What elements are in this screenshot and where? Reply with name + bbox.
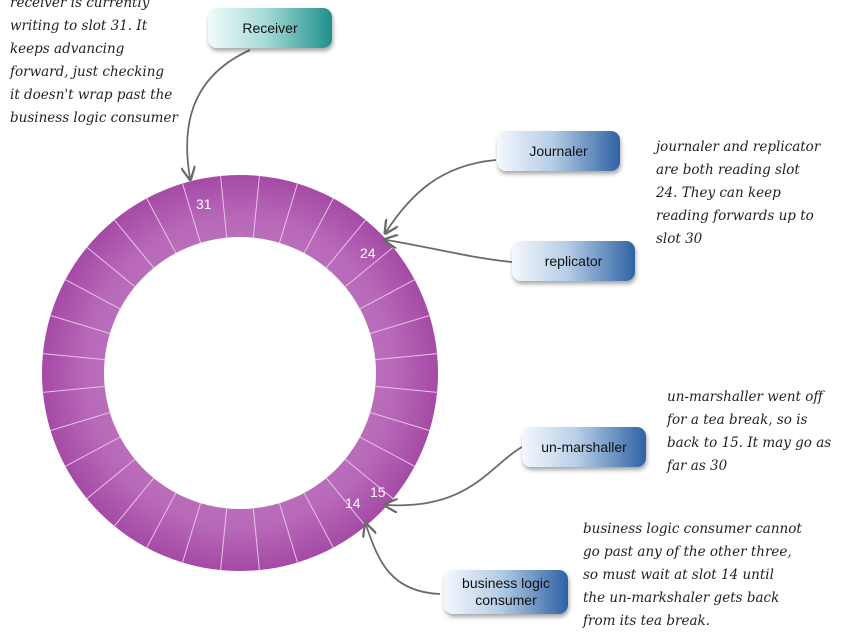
un-marshaller-note: un-marshaller went off for a tea break, … <box>667 389 832 474</box>
ring-slot-divider <box>369 315 430 334</box>
ring-slot-divider <box>359 436 415 467</box>
ring-buffer <box>42 175 438 571</box>
ring-slot-divider <box>220 508 228 571</box>
ring-slot-divider <box>50 315 111 334</box>
arrow-receiver <box>187 49 251 178</box>
ring-slot-divider <box>86 458 136 499</box>
business-logic-note: business logic consumer cannot go past a… <box>583 521 802 629</box>
ring-slot-divider <box>50 412 111 431</box>
arrow-business-logic <box>366 525 441 595</box>
ring-slot-dividers <box>42 175 438 571</box>
ring-slot-divider <box>182 183 201 244</box>
ring-slot-divider <box>114 477 155 527</box>
ring-slot-divider <box>279 183 298 244</box>
ring-slot-divider <box>375 385 438 393</box>
slot-label-14: 14 <box>345 495 361 511</box>
ring-slot-divider <box>359 279 415 310</box>
ring-slot-divider <box>375 353 438 361</box>
ring-hole <box>104 237 376 509</box>
replicator-box: replicator <box>512 241 635 281</box>
slot-label-24: 24 <box>360 245 376 261</box>
ring-slot-divider <box>65 436 121 467</box>
ring-slot-divider <box>146 198 177 254</box>
ring-slot-divider <box>182 502 201 563</box>
arrow-un-marshaller <box>386 446 523 505</box>
ring-slot-divider <box>279 502 298 563</box>
ring-slot-divider <box>252 508 260 571</box>
ring-slot-divider <box>114 219 155 269</box>
ring-slot-divider <box>42 353 105 361</box>
ring-slot-divider <box>146 492 177 548</box>
ring-slot-divider <box>325 477 366 527</box>
arrow-journaler <box>386 159 497 232</box>
slot-label-31: 31 <box>196 196 212 212</box>
slot-label-15: 15 <box>370 484 386 500</box>
business-logic-consumer-box: business logic consumer <box>444 570 568 614</box>
ring-slot-divider <box>369 412 430 431</box>
receiver-box: Receiver <box>208 8 332 48</box>
ring-slot-divider <box>42 385 105 393</box>
ring-slot-divider <box>86 247 136 288</box>
journaler-replicator-note: journaler and replicator are both readin… <box>656 139 821 247</box>
ring-slot-divider <box>344 247 394 288</box>
ring-slot-divider <box>325 219 366 269</box>
connector-arrows <box>187 49 523 595</box>
ring-slot-divider <box>65 279 121 310</box>
un-marshaller-box: un-marshaller <box>522 427 646 467</box>
ring-slot-divider <box>303 198 334 254</box>
ring-slot-divider <box>252 175 260 238</box>
arrow-replicator <box>386 240 513 263</box>
ring-slot-divider <box>220 175 228 238</box>
ring-slot-divider <box>303 492 334 548</box>
ring-slot-divider <box>344 458 394 499</box>
ring-slot-labels: 31 24 15 14 <box>196 196 386 511</box>
journaler-box: Journaler <box>497 131 620 171</box>
receiver-note: receiver is currently writing to slot 31… <box>10 0 178 126</box>
